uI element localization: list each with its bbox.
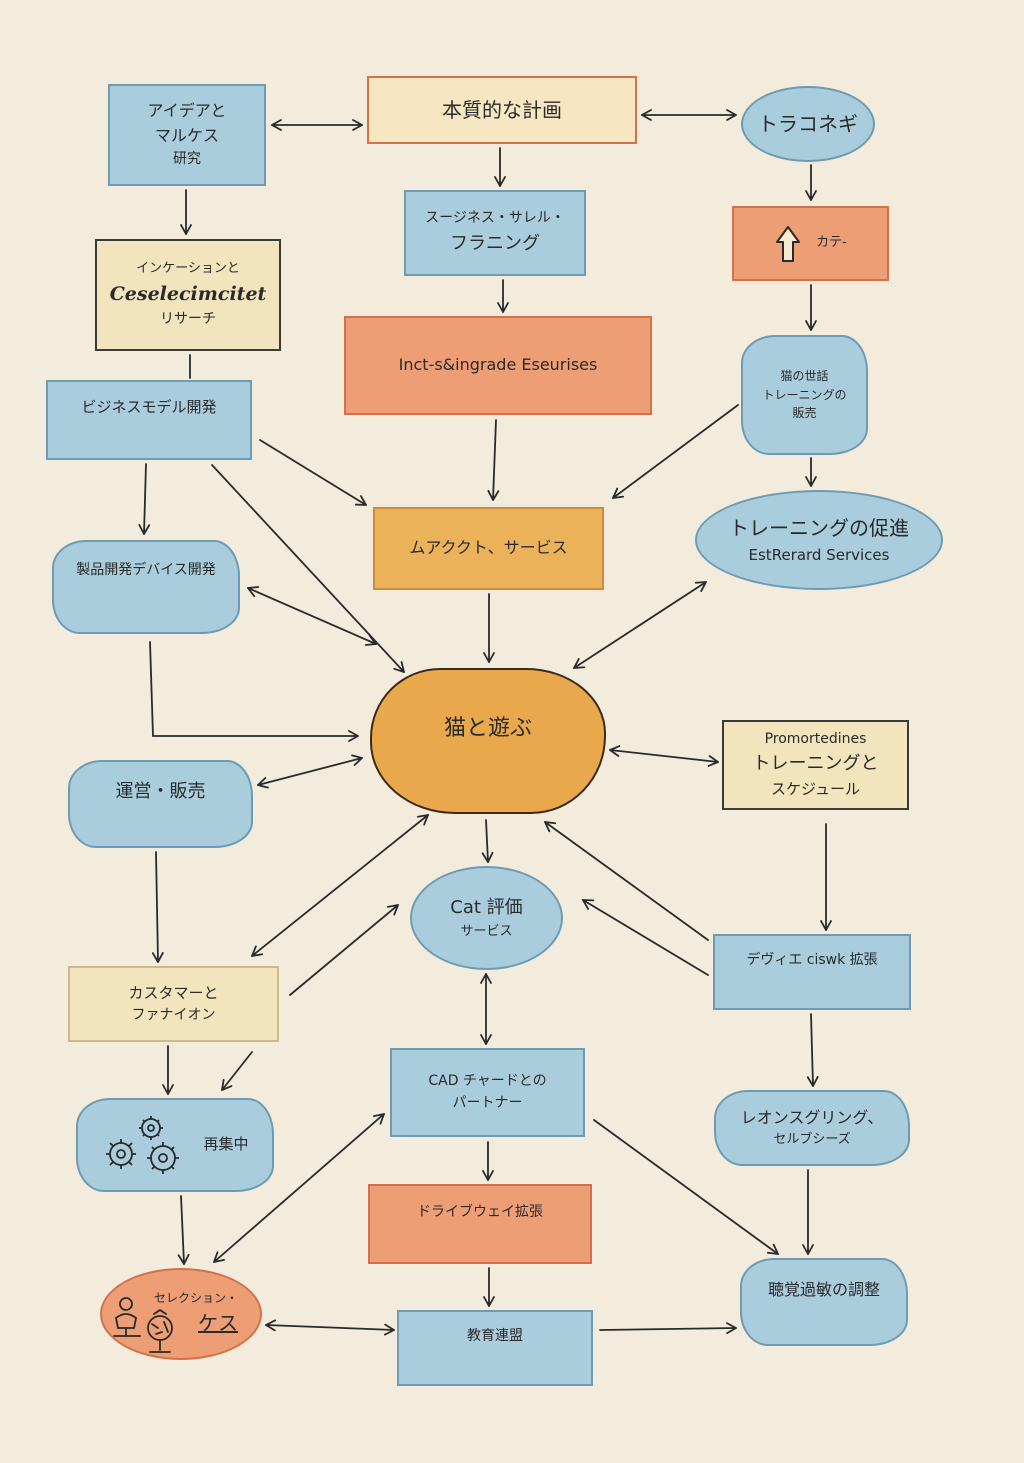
edge-customer-regathering-2: [221, 1051, 253, 1091]
node-device-ext-label: デヴィエ ciswk 拡張: [746, 952, 878, 968]
up-arrow-icon: [776, 225, 801, 262]
node-training-promo-line1: トレーニングの促進: [729, 515, 909, 540]
edge-cad-hearing: [593, 1119, 779, 1255]
node-reon-line1: レオンスグリング、: [740, 1107, 884, 1127]
node-product-service[interactable]: ムアククト、サービス: [373, 507, 604, 590]
node-operations[interactable]: 運営・販売: [68, 760, 253, 848]
edge-inct-product-service: [487, 419, 500, 501]
edge-device-reon: [806, 1013, 819, 1087]
node-business-model[interactable]: ビジネスモデル開発: [46, 380, 252, 460]
node-product-service-label: ムアククト、サービス: [409, 538, 568, 558]
node-incubation-line3: リサーチ: [160, 310, 216, 327]
node-business-planning-line2: フラニング: [450, 232, 540, 254]
node-cad-partner[interactable]: CAD チャードとの パートナー: [390, 1048, 585, 1137]
node-cat-eval-line2: サービス: [460, 923, 513, 939]
node-essential-plan-label: 本質的な計画: [442, 97, 562, 122]
node-promo-schedule-line2: トレーニングと: [752, 753, 879, 775]
node-promo-schedule[interactable]: Promortedines トレーニングと スケジュール: [722, 720, 909, 810]
edge-education-hearing: [599, 1322, 737, 1335]
edge-business-model-product-dev: [138, 463, 151, 535]
node-cat-care-line2: トレーニングの: [762, 387, 847, 402]
edge-cad-selection: [213, 1113, 385, 1263]
figures-icon: [113, 1297, 173, 1353]
node-incubation-line2: Ceselecimcitet: [109, 282, 267, 305]
edge-product-dev-center: [247, 586, 377, 646]
gears-icon: [106, 1116, 180, 1174]
edge-customer-cat-eval: [289, 904, 399, 996]
node-hearing-label: 聴覚過敏の調整: [767, 1280, 880, 1299]
node-toraconegi-label: トラコネギ: [758, 111, 858, 136]
edge-operations-customer: [151, 851, 164, 963]
node-idea-market-line2: マルケス: [154, 126, 219, 146]
node-cat-eval[interactable]: Cat 評価 サービス: [410, 866, 563, 970]
node-customer-fan-line1: カスタマーと: [128, 983, 219, 1002]
node-product-dev-label: 製品開発デバイス開発: [76, 562, 216, 578]
node-cat-care[interactable]: 猫の世話 トレーニングの 販売: [741, 335, 868, 455]
node-regathering[interactable]: 再集中: [76, 1098, 274, 1192]
node-training-promo[interactable]: トレーニングの促進 EstRerard Services: [695, 490, 943, 590]
node-inct-services[interactable]: Inct-s&ingrade Eseurises: [344, 316, 652, 415]
node-center-label: 猫と遊ぶ: [443, 716, 532, 741]
node-operations-label: 運営・販売: [115, 781, 206, 802]
node-device-ext[interactable]: デヴィエ ciswk 拡張: [713, 934, 911, 1010]
node-category[interactable]: カテ-: [732, 206, 889, 281]
edge-catcare-product-service: [612, 404, 739, 499]
node-selection-line2: ケス: [198, 1310, 238, 1335]
node-regathering-label: 再集中: [203, 1135, 249, 1154]
edge-operations-center: [257, 754, 363, 789]
node-idea-market-line3: 研究: [173, 150, 201, 167]
node-cat-care-line1: 猫の世話: [780, 369, 829, 384]
node-drive-ext[interactable]: ドライブウェイ拡張: [368, 1184, 592, 1264]
edge-regathering-selection: [177, 1195, 190, 1265]
edge-device-center: [544, 821, 709, 941]
node-hearing[interactable]: 聴覚過敏の調整: [740, 1258, 908, 1346]
node-education-label: 教育連盟: [467, 1328, 523, 1344]
node-incubation-line1: インケーションと: [136, 261, 240, 277]
node-customer-fan-line2: ファナイオン: [131, 1006, 216, 1023]
node-reon-line2: セルブシーズ: [773, 1132, 851, 1148]
node-reon[interactable]: レオンスグリング、 セルブシーズ: [714, 1090, 910, 1166]
edge-center-promo: [609, 745, 719, 767]
node-selection-line1: セレクション・: [153, 1291, 238, 1306]
edge-center-cat-eval: [481, 819, 494, 863]
node-education[interactable]: 教育連盟: [397, 1310, 593, 1386]
node-category-label: カテ-: [816, 235, 847, 251]
node-business-planning[interactable]: スージネス・サレル・ フラニング: [404, 190, 586, 276]
node-business-model-label: ビジネスモデル開発: [81, 398, 217, 416]
node-cat-eval-line1: Cat 評価: [450, 896, 523, 918]
node-idea-market-line1: アイデアと: [147, 101, 227, 121]
node-inct-services-label: Inct-s&ingrade Eseurises: [398, 355, 598, 375]
node-center[interactable]: 猫と遊ぶ: [370, 668, 606, 814]
node-promo-schedule-line1: Promortedines: [764, 730, 867, 747]
node-cad-partner-line2: パートナー: [452, 1094, 523, 1111]
edge-device-cat-eval: [582, 899, 709, 976]
node-toraconegi[interactable]: トラコネギ: [741, 86, 875, 162]
node-drive-ext-label: ドライブウェイ拡張: [417, 1204, 543, 1220]
node-business-planning-line1: スージネス・サレル・: [425, 210, 565, 227]
edge-center-customer: [251, 814, 429, 957]
edge-training-center: [573, 581, 707, 669]
node-training-promo-line2: EstRerard Services: [748, 545, 890, 564]
node-customer-fan[interactable]: カスタマーと ファナイオン: [68, 966, 279, 1042]
node-cat-care-line3: 販売: [792, 406, 817, 421]
node-incubation[interactable]: インケーションと Ceselecimcitet リサーチ: [95, 239, 281, 351]
node-promo-schedule-line3: スケジュール: [771, 780, 860, 799]
node-idea-market[interactable]: アイデアと マルケス 研究: [108, 84, 266, 186]
edge-product-dev-center-elbow: [149, 641, 359, 742]
node-cad-partner-line1: CAD チャードとの: [428, 1072, 547, 1089]
node-essential-plan[interactable]: 本質的な計画: [367, 76, 637, 144]
node-selection[interactable]: セレクション・ ケス: [100, 1268, 262, 1360]
node-product-dev[interactable]: 製品開発デバイス開発: [52, 540, 240, 634]
edge-business-model-product-service: [259, 439, 367, 506]
edge-selection-education: [265, 1319, 395, 1336]
